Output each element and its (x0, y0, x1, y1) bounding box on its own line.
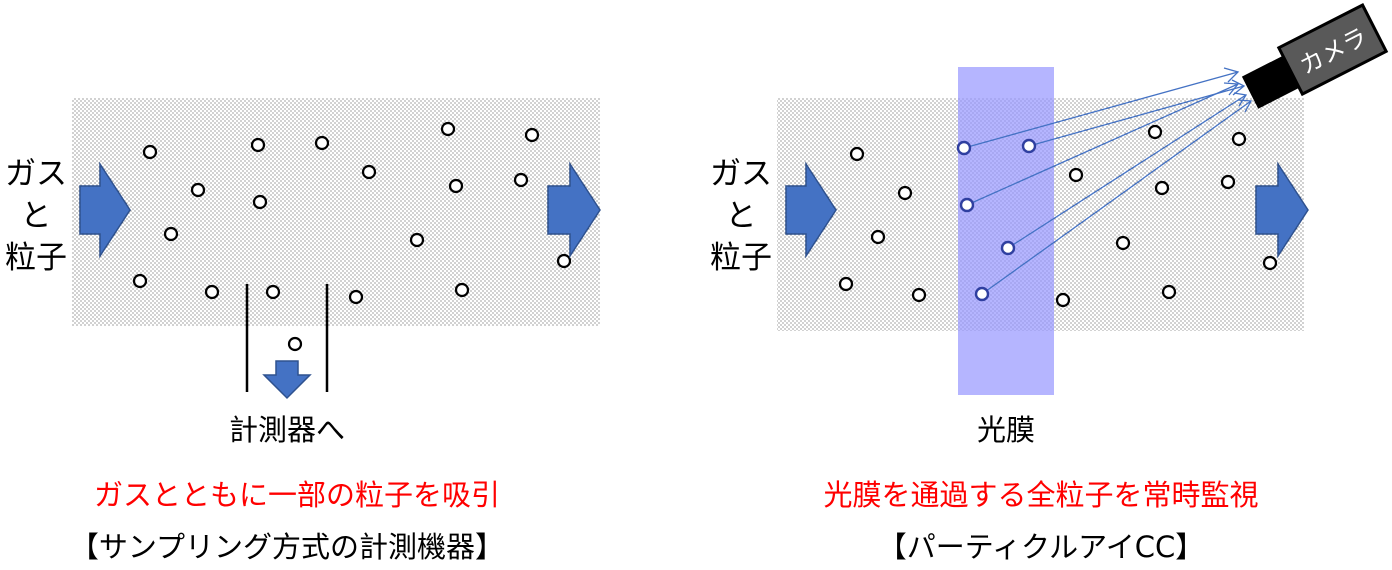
particle (1115, 235, 1131, 251)
inlet-label-line3: 粒子 (5, 240, 67, 276)
particle (448, 178, 464, 194)
camera-body (1276, 3, 1389, 97)
ray-arrowhead (1223, 82, 1240, 96)
particles-right (838, 124, 1278, 308)
inlet-label-line3: 粒子 (710, 240, 772, 276)
light-sheet (958, 67, 1054, 395)
particle (132, 273, 148, 289)
particle (524, 127, 540, 143)
particle (163, 226, 179, 242)
ray (1028, 85, 1245, 147)
particle (838, 276, 854, 292)
particle (556, 253, 572, 269)
particle (1231, 131, 1247, 147)
particle (190, 182, 206, 198)
particle (870, 229, 886, 245)
outlet-label: 計測器へ (229, 413, 345, 447)
particle (142, 144, 158, 160)
particle (1055, 292, 1071, 308)
caption-black-left: 【サンプリング方式の計測機器】 (70, 530, 504, 564)
caption-black-right: 【パーティクルアイCC】 (878, 530, 1204, 564)
particle (250, 137, 266, 153)
particle (409, 232, 425, 248)
particle (440, 121, 456, 137)
inlet-label-line2: と (726, 198, 757, 234)
sampling-panel: ガス と 粒子 計測器へ ガスとともに一部の粒子を吸引 【サンプリング方式の計測… (5, 98, 601, 564)
caption-red-right: 光膜を通過する全粒子を常時監視 (823, 478, 1258, 512)
ray (1007, 94, 1247, 249)
light-sheet-label: 光膜 (977, 413, 1035, 447)
particle (897, 185, 913, 201)
camera: カメラ (1241, 3, 1389, 109)
particle (265, 284, 281, 300)
particle (314, 135, 330, 151)
particle (287, 336, 303, 352)
particle (454, 282, 470, 298)
illuminated-particle (974, 286, 990, 302)
ray (963, 71, 1239, 149)
gas-duct-left (72, 98, 600, 326)
particle (1262, 255, 1278, 271)
particle (361, 164, 377, 180)
particle-eye-panel: カメラ ガス と 粒子 光膜 光膜を通過する全粒子を常時監視 【パーティクルアイ… (710, 3, 1389, 564)
particle (348, 289, 364, 305)
illuminated-particle (956, 140, 972, 156)
outlet-arrow-left (547, 161, 601, 259)
particle (849, 146, 865, 162)
inlet-label-line1: ガス (710, 156, 772, 192)
inlet-label-line1: ガス (5, 156, 67, 192)
sampling-arrow-down (262, 360, 312, 400)
particles-left (132, 121, 572, 352)
particle (204, 284, 220, 300)
particle (513, 172, 529, 188)
particle (1220, 174, 1236, 190)
particle (1068, 167, 1084, 183)
inlet-arrow-left (79, 161, 131, 259)
illuminated-particle (1000, 240, 1016, 256)
caption-red-left: ガスとともに一部の粒子を吸引 (94, 478, 500, 512)
particle (1161, 284, 1177, 300)
particle (1154, 180, 1170, 196)
inlet-label-line2: と (21, 198, 52, 234)
particle (911, 287, 927, 303)
particle (252, 194, 268, 210)
light-rays (963, 67, 1253, 295)
ray-arrowhead (1231, 79, 1246, 96)
particle (1147, 124, 1163, 140)
ray (966, 83, 1239, 206)
illuminated-particle (959, 197, 975, 213)
ray (981, 100, 1252, 295)
illuminated-particle (1021, 138, 1037, 154)
inlet-arrow-right (785, 161, 837, 259)
ray-arrowhead (1223, 67, 1240, 83)
outlet-arrow-right (1255, 161, 1309, 259)
camera-lens (1241, 54, 1302, 109)
ray-arrowhead (1237, 99, 1253, 113)
illuminated-particles (956, 138, 1037, 302)
ray-arrowhead (1233, 92, 1248, 107)
